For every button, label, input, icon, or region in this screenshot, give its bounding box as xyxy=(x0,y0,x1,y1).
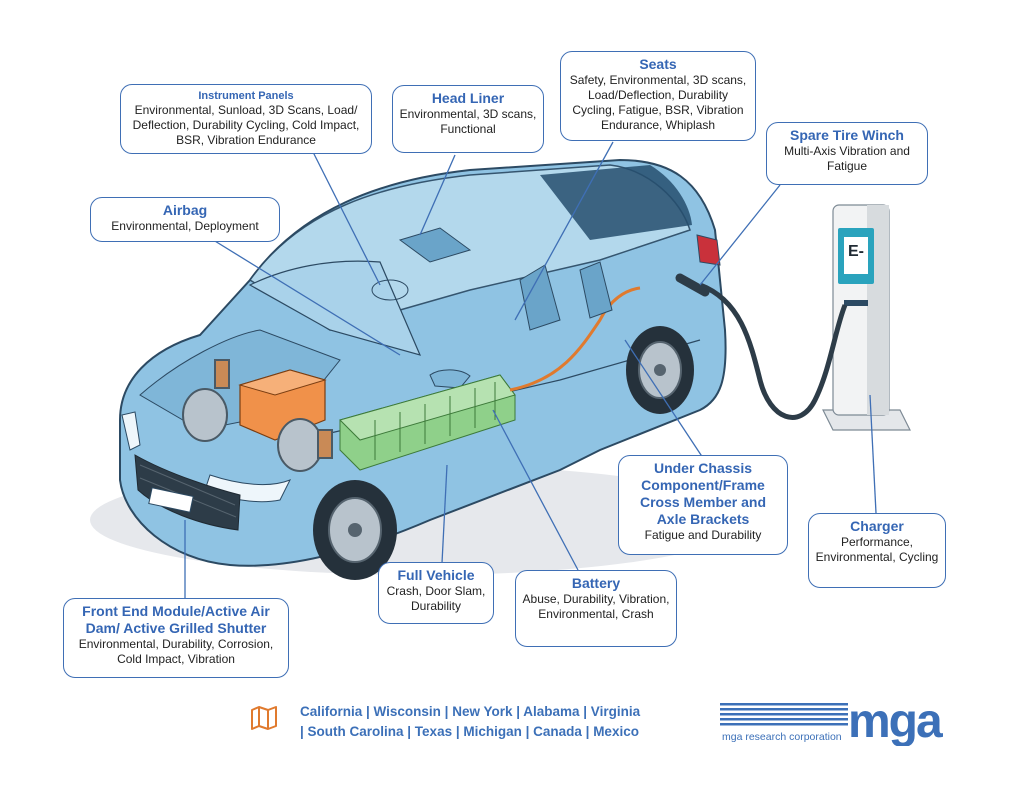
callout-desc: Environmental, Sunload, 3D Scans, Load/ … xyxy=(132,103,360,147)
callout-title: Seats xyxy=(639,56,677,72)
locations-line-2: | South Carolina | Texas | Michigan | Ca… xyxy=(300,724,639,739)
callout-spare-tire-winch: Spare Tire Winch Multi-Axis Vibration an… xyxy=(766,122,928,185)
motor xyxy=(238,369,327,441)
charger-screen-label: E- xyxy=(848,243,864,260)
charger-station xyxy=(822,204,911,431)
callout-desc: Environmental, 3D scans, Functional xyxy=(399,107,537,136)
logo-wordmark: mga xyxy=(848,700,943,746)
callout-title: Full Vehicle xyxy=(397,567,475,583)
callout-title: Battery xyxy=(571,575,621,591)
callout-title: Charger xyxy=(850,518,904,534)
callout-title: Head Liner xyxy=(431,90,505,106)
callout-title: Airbag xyxy=(162,202,208,218)
leader-lines xyxy=(184,141,877,598)
callout-seats: Seats Safety, Environmental, 3D scans, L… xyxy=(560,51,756,141)
callout-head-liner: Head Liner Environmental, 3D scans, Func… xyxy=(392,85,544,153)
locations-line-1: California | Wisconsin | New York | Alab… xyxy=(300,704,641,719)
callout-title: Instrument Panels xyxy=(198,90,294,102)
callout-desc: Crash, Door Slam, Durability xyxy=(386,584,486,613)
wheel-rear xyxy=(626,326,694,414)
callout-desc: Safety, Environmental, 3D scans, Load/De… xyxy=(569,73,747,132)
charging-cable xyxy=(699,282,848,420)
interior xyxy=(371,227,613,331)
drivetrain xyxy=(182,359,333,472)
callout-charger: Charger Performance, Environmental, Cycl… xyxy=(808,513,946,588)
mga-logo: mga xyxy=(720,700,945,746)
charge-cable-internal xyxy=(509,286,641,392)
callout-desc: Multi-Axis Vibration and Fatigue xyxy=(784,144,910,173)
callout-instrument-panels: Instrument Panels Environmental, Sunload… xyxy=(120,84,372,154)
callout-front-end-module: Front End Module/Active Air Dam/ Active … xyxy=(63,598,289,678)
callout-desc: Performance, Environmental, Cycling xyxy=(815,535,939,564)
callout-desc: Fatigue and Durability xyxy=(644,528,762,542)
callout-airbag: Airbag Environmental, Deployment xyxy=(90,197,280,242)
callout-under-chassis: Under Chassis Component/Frame Cross Memb… xyxy=(618,455,788,555)
callout-desc: Abuse, Durability, Vibration, Environmen… xyxy=(522,592,670,621)
callout-battery: Battery Abuse, Durability, Vibration, En… xyxy=(515,570,677,647)
wheel-front xyxy=(313,480,397,580)
logo-caption: mga research corporation xyxy=(722,731,842,743)
callout-desc: Environmental, Durability, Corrosion, Co… xyxy=(78,637,274,666)
map-icon xyxy=(251,706,277,730)
callout-title: Under Chassis Component/Frame Cross Memb… xyxy=(639,460,767,527)
battery-pack xyxy=(339,374,516,471)
callout-title: Front End Module/Active Air Dam/ Active … xyxy=(82,603,270,636)
charging-plug xyxy=(675,273,710,297)
locations-list: California | Wisconsin | New York | Alab… xyxy=(300,702,690,742)
callout-title: Spare Tire Winch xyxy=(790,127,904,143)
callout-full-vehicle: Full Vehicle Crash, Door Slam, Durabilit… xyxy=(378,562,494,624)
callout-desc: Environmental, Deployment xyxy=(111,219,259,233)
